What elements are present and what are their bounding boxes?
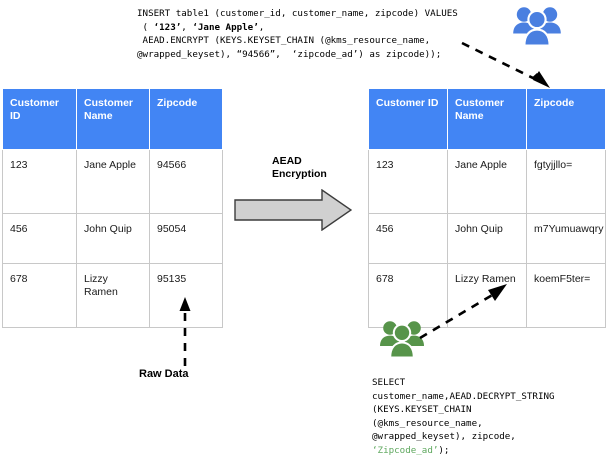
table-left-cell-name-2: Lizzy Ramen <box>76 263 150 328</box>
table-row: 123 Jane Apple fgtyjjllo= <box>368 149 606 214</box>
table-header-row: Customer ID Customer Name Zipcode <box>2 88 223 150</box>
insert-sql-line-2-mid: , <box>181 21 193 33</box>
insert-sql-line-3: AEAD.ENCRYPT (KEYS.KEYSET_CHAIN (@kms_re… <box>137 35 431 47</box>
select-sql-line-6-tail: ); <box>438 444 450 456</box>
table-row: 678 Lizzy Ramen koemF5ter= <box>368 263 606 328</box>
select-sql-line-3: (KEYS.KEYSET_CHAIN <box>372 404 472 416</box>
encryption-block-arrow <box>234 189 352 231</box>
table-right-header-customer-id: Customer ID <box>368 88 448 150</box>
table-right-header-customer-name: Customer Name <box>447 88 527 150</box>
insert-sql-value-customer-name: ‘Jane Apple’ <box>192 21 259 33</box>
table-right-cell-id-0: 123 <box>368 149 448 214</box>
table-right-cell-id-1: 456 <box>368 213 448 264</box>
table-left-cell-name-1: John Quip <box>76 213 150 264</box>
table-row: 456 John Quip m7Yumuawqry <box>368 213 606 264</box>
select-sql-line-5: @wrapped_keyset), zipcode, <box>372 431 516 443</box>
table-left-header-zipcode: Zipcode <box>149 88 223 150</box>
table-right-cell-name-0: Jane Apple <box>447 149 527 214</box>
table-right-header-zipcode: Zipcode <box>526 88 606 150</box>
table-right-cell-id-2: 678 <box>368 263 448 328</box>
insert-sql-line-2-suffix: , <box>258 21 265 33</box>
people-group-icon <box>513 7 561 46</box>
table-header-row: Customer ID Customer Name Zipcode <box>368 88 606 150</box>
table-right-cell-zip-2: koemF5ter= <box>526 263 606 328</box>
insert-flow-arrow <box>461 41 550 88</box>
table-left-cell-zip-1: 95054 <box>149 213 223 264</box>
table-row: 123 Jane Apple 94566 <box>2 149 223 214</box>
select-sql-line-2: customer_name,AEAD.DECRYPT_STRING <box>372 390 555 402</box>
select-flow-arrow <box>419 284 507 340</box>
people-group-icon <box>380 321 424 358</box>
select-sql-statement: SELECT customer_name,AEAD.DECRYPT_STRING… <box>372 376 555 458</box>
aead-encryption-label: AEAD Encryption <box>272 155 327 180</box>
select-sql-associated-data: ‘Zipcode_ad’ <box>372 444 439 456</box>
encrypted-data-table: Customer ID Customer Name Zipcode 123 Ja… <box>368 88 606 328</box>
select-sql-line-1: SELECT <box>372 377 406 388</box>
table-right-cell-name-1: John Quip <box>447 213 527 264</box>
insert-sql-line-1: INSERT table1 (customer_id, customer_nam… <box>137 8 458 19</box>
table-left-header-customer-name: Customer Name <box>76 88 150 150</box>
table-right-cell-name-2: Lizzy Ramen <box>447 263 527 328</box>
insert-sql-line-4: @wrapped_keyset), “94566”, ‘zipcode_ad’)… <box>137 48 442 60</box>
table-left-cell-id-2: 678 <box>2 263 77 328</box>
table-left-cell-id-0: 123 <box>2 149 77 214</box>
raw-data-table: Customer ID Customer Name Zipcode 123 Ja… <box>2 88 223 328</box>
raw-data-arrow <box>179 297 191 366</box>
insert-sql-line-2-prefix: ( <box>137 21 154 33</box>
table-left-cell-id-1: 456 <box>2 213 77 264</box>
table-left-cell-zip-0: 94566 <box>149 149 223 214</box>
table-left-header-customer-id: Customer ID <box>2 88 77 150</box>
insert-sql-value-customer-id: ‘123’ <box>153 21 182 33</box>
table-right-cell-zip-0: fgtyjjllo= <box>526 149 606 214</box>
raw-data-label: Raw Data <box>139 368 189 380</box>
table-right-cell-zip-1: m7Yumuawqry <box>526 213 606 264</box>
select-sql-line-4: (@kms_resource_name, <box>372 417 483 429</box>
table-left-cell-name-0: Jane Apple <box>76 149 150 214</box>
insert-sql-statement: INSERT table1 (customer_id, customer_nam… <box>137 7 458 61</box>
table-row: 456 John Quip 95054 <box>2 213 223 264</box>
